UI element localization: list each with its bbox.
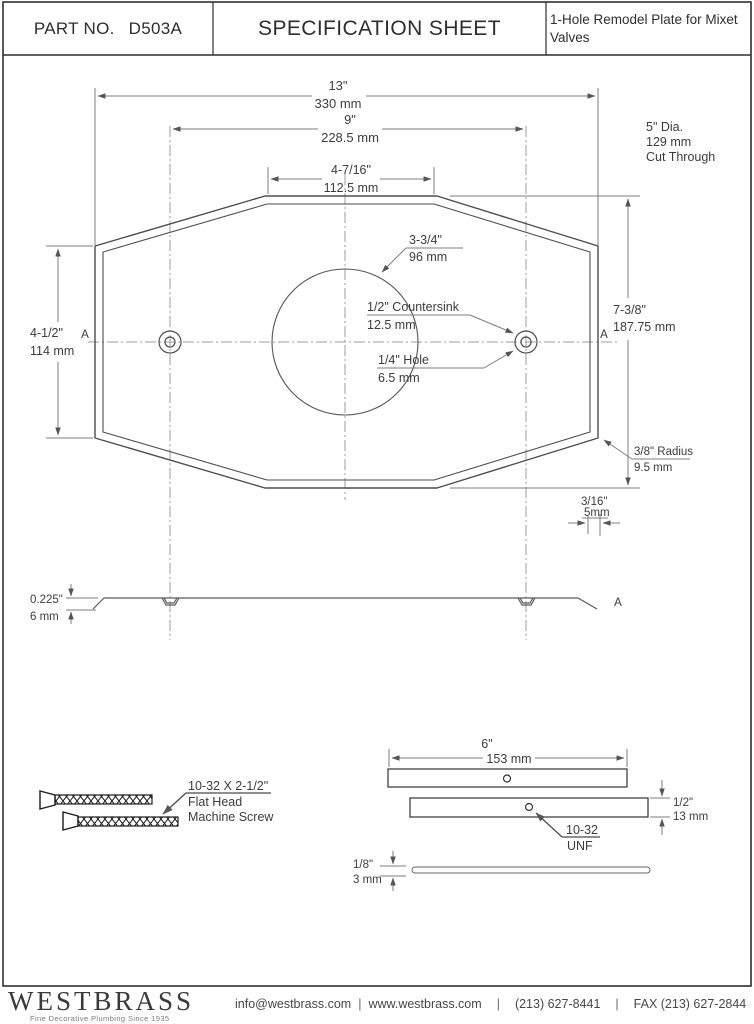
dim-strip-thickness-mm: 3 mm [353, 874, 382, 886]
center-cutout-circle [271, 268, 419, 416]
countersink-callout [367, 314, 514, 334]
header-title-cell: SPECIFICATION SHEET [213, 2, 546, 55]
centerlines [88, 126, 618, 640]
thread-callout [535, 812, 600, 838]
product-name-line2: Valves [550, 29, 590, 45]
screw-1 [39, 790, 153, 810]
left-screw-hole [158, 330, 182, 354]
brand-logo: WESTBRASS [8, 986, 195, 1016]
dim-edge-mm: 5mm [584, 507, 610, 519]
screw-label-line1: 10-32 X 2-1/2" [188, 779, 268, 793]
contact-website: www.westbrass.com [368, 997, 482, 1011]
dim-edge-in: 3/16" [581, 496, 607, 508]
dim-overall-width-mm: 330 mm [315, 96, 362, 111]
quarter-hole-callout [377, 350, 514, 369]
part-number: D503A [128, 18, 183, 38]
footer: WESTBRASS Fine Decorative Plumbing Since… [0, 986, 754, 1024]
dim-strip-thickness [380, 851, 406, 891]
brand-block: WESTBRASS Fine Decorative Plumbing Since… [8, 986, 195, 1024]
dim-top-flat-in: 4-7/16" [331, 163, 371, 177]
screw-label-line3: Machine Screw [188, 810, 274, 824]
section-view: 0.225" 6 mm A [30, 584, 622, 624]
screw-callout [162, 792, 271, 815]
dim-bracket-thickness-mm: 13 mm [673, 811, 708, 823]
bracket-thin-strip [411, 866, 651, 874]
plate-outline [94, 195, 599, 489]
cutout-dia-label: 5" Dia. [646, 120, 683, 134]
header-part-cell: PART NO. D503A [3, 2, 213, 55]
dim-top-flat-mm: 112.5 mm [324, 181, 379, 195]
dim-bracket-length-mm: 153 mm [486, 752, 531, 766]
dim-hole-spacing-in: 9" [344, 112, 356, 127]
contact-phone: (213) 627-8441 [514, 997, 601, 1011]
dim-bracket-length-in: 6" [481, 737, 492, 751]
section-marker-right: A [600, 329, 608, 341]
dim-left-side-in: 4-1/2" [30, 326, 63, 340]
screw-label-line2: Flat Head [188, 795, 242, 809]
countersink-mm: 12.5 mm [367, 318, 416, 332]
contact-email: info@westbrass.com [235, 997, 352, 1011]
dim-thickness-in: 0.225" [30, 594, 63, 606]
dim-overall-width-in: 13" [328, 78, 347, 93]
quarter-hole-mm: 6.5 mm [378, 371, 420, 385]
header-product-cell: 1-Hole Remodel Plate for Mixet Valves [550, 2, 750, 55]
dim-top-flat [267, 167, 435, 194]
center-hole-in: 3-3/4" [409, 233, 442, 247]
radius-label: 3/8" Radius [634, 446, 693, 458]
machine-screws: 10-32 X 2-1/2" Flat Head Machine Screw [39, 779, 274, 831]
dim-hole-spacing-mm: 228.5 mm [321, 130, 379, 145]
dim-bracket-length [388, 749, 628, 767]
part-no-label: PART NO. [33, 18, 115, 38]
quarter-hole-label: 1/4" Hole [378, 353, 429, 367]
dim-left-side-mm: 114 mm [30, 344, 74, 358]
contact-separator: | [496, 997, 500, 1011]
footer-contact: info@westbrass.com | www.westbrass.com |… [235, 997, 746, 1011]
dim-bracket-thickness-in: 1/2" [673, 797, 693, 809]
dim-left-side [46, 245, 93, 439]
thread-label-line2: UNF [567, 839, 593, 853]
bracket-bar-top [387, 768, 628, 788]
brand-tagline: Fine Decorative Plumbing Since 1935 [30, 1014, 170, 1023]
section-label: A [614, 597, 622, 609]
dim-right-height-mm: 187.75 mm [613, 320, 676, 334]
dim-thickness [66, 584, 98, 624]
dim-right-height-in: 7-3/8" [613, 303, 646, 317]
dim-overall-width [94, 88, 599, 245]
sheet-title: SPECIFICATION SHEET [258, 16, 501, 40]
section-profile [92, 597, 598, 610]
dim-edge [568, 514, 620, 536]
section-marker-left: A [81, 329, 89, 341]
thread-label-line1: 10-32 [566, 823, 598, 837]
radius-mm: 9.5 mm [634, 462, 672, 474]
dim-thickness-mm: 6 mm [30, 611, 59, 623]
cutout-note-label: Cut Through [646, 150, 715, 164]
bracket-views: 6" 153 mm 1/2" 13 mm 10-32 UNF [353, 737, 708, 891]
page-borders [2, 1, 752, 987]
bracket-bar-bottom [409, 797, 649, 818]
dim-bracket-thickness [650, 780, 670, 835]
center-hole-mm: 96 mm [409, 250, 447, 264]
cutout-mm-label: 129 mm [646, 135, 691, 149]
product-name-line1: 1-Hole Remodel Plate for Mixet [550, 11, 738, 27]
contact-separator: | [358, 997, 362, 1011]
radius-callout [603, 439, 690, 460]
dim-right-height [450, 195, 640, 489]
plate-plan-view: 13" 330 mm 9" 228.5 mm 4-7/16" 112.5 mm … [30, 78, 715, 640]
center-hole-callout [381, 247, 463, 273]
contact-fax: FAX (213) 627-2844 [633, 997, 747, 1011]
contact-separator: | [615, 997, 619, 1011]
right-screw-hole [514, 330, 538, 354]
screw-2 [62, 811, 179, 831]
dim-strip-thickness-in: 1/8" [353, 859, 373, 871]
countersink-label: 1/2" Countersink [367, 300, 460, 314]
